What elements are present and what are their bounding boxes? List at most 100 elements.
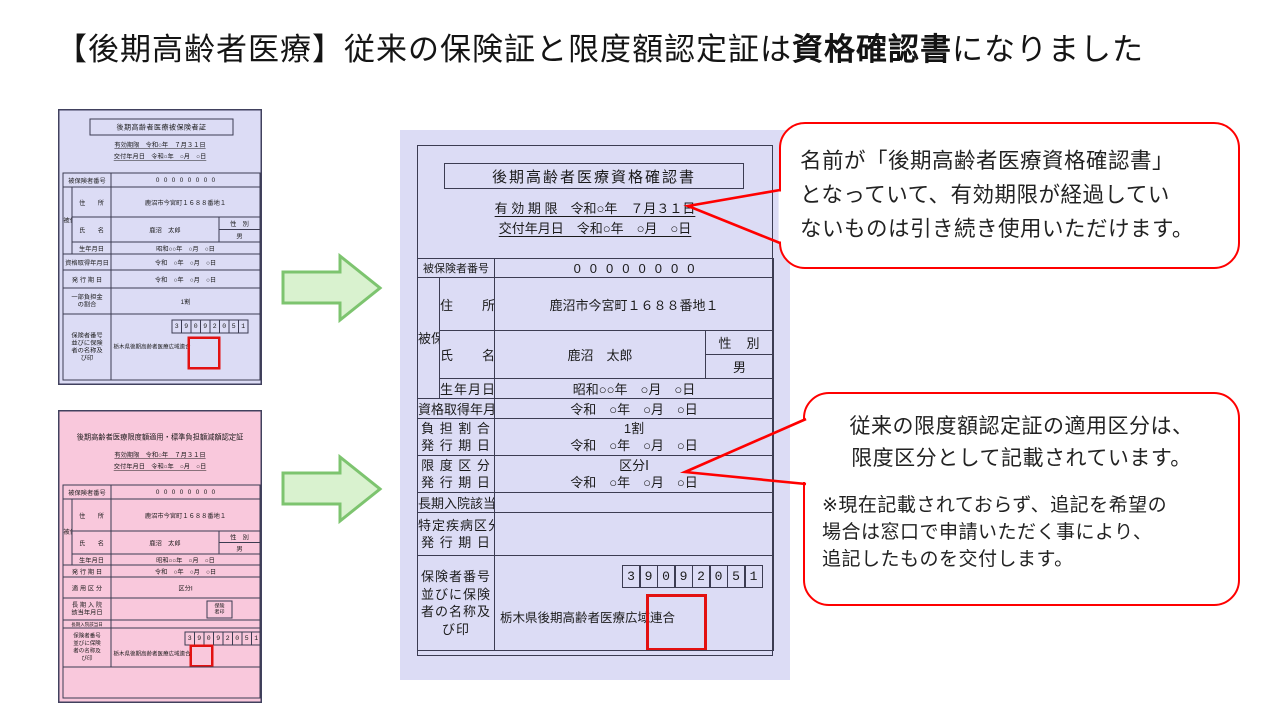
issue-label: 発 行 期 日 (62, 564, 112, 578)
acquired-label: 資格取得年月日 (62, 253, 112, 271)
insurer-label: 保険者番号 並びに保険 者の名称及 び印 (417, 555, 495, 651)
issue-value: 令和 ○年 ○月 ○日 (110, 564, 261, 578)
callout-validity-line: となっていて、有効期限が経過してい (800, 183, 1170, 207)
insurer-org-name: 栃木県後期高齢者医療広域連合 (113, 651, 191, 657)
longterm-label: 長 期 入 院 該当年月日 (62, 597, 112, 621)
insurer-number-digit: 9 (674, 565, 693, 588)
gender-value: 男 (218, 542, 261, 555)
insurer-number-digit: 0 (656, 565, 676, 588)
old-limit-card-table: 被保険者番号 00000000 被保険者番号 住 所 鹿沼市今宮町１６８８番地１… (62, 484, 261, 699)
insurer-number-digit: 3 (621, 565, 641, 588)
birth-value: 昭和○○年 ○月 ○日 (494, 378, 774, 399)
old-insured-card-table: 被保険者番号 00000000 被保険者番号 住 所 鹿沼市今宮町１６８８番地１… (62, 172, 261, 381)
longterm-value: 保険 者印 (110, 597, 261, 621)
insurer-number-digit: 2 (691, 565, 711, 588)
issue-date-line: 交付年月日 令和○年 ○月 ○日 (498, 221, 692, 236)
insured-number-label: 被保険者番号 (62, 484, 112, 500)
issue-date-line: 交付年月日 令和○年 ○月 ○日 (113, 463, 207, 470)
page-title: 【後期高齢者医療】従来の保険証と限度額認定証は資格確認書になりました (56, 24, 1144, 69)
old-limit-card-title: 後期高齢者医療限度額適用・標準負担額減額認定証 (76, 433, 244, 442)
longterm-day-label: 長期入院該当日 (417, 492, 495, 513)
address-label: 住 所 (71, 498, 112, 532)
disease-class-label: 特定疾病区分 発 行 期 日 (417, 512, 495, 556)
old-limit-card: 後期高齢者医療限度額適用・標準負担額減額認定証 有効期限 令和○年 ７月３１日 … (58, 410, 262, 703)
burden-value: 1割 令和 ○年 ○月 ○日 (494, 418, 774, 456)
gender-value: 男 (218, 229, 261, 243)
seal-highlight-box (189, 644, 214, 666)
longterm-day-label: 長期入院該当日 (62, 619, 112, 629)
name-label: 氏 名 (71, 216, 112, 243)
page-title-keyword: 資格確認書 (792, 32, 952, 67)
birth-value: 昭和○○年 ○月 ○日 (110, 553, 261, 566)
limit-class-value: 区分Ⅰ 令和 ○年 ○月 ○日 (494, 455, 774, 493)
issue-label: 発 行 期 日 (62, 269, 112, 289)
insured-number-vertical-label: 被保険者番号 (62, 186, 73, 255)
birth-label: 生年月日 (71, 241, 112, 255)
page-title-prefix: 【後期高齢者医療】従来の保険証と限度額認定証は (56, 32, 792, 67)
old-insured-card-title: 後期高齢者医療被保険者証 (89, 118, 234, 136)
callout-validity-line: ないものは引き続き使用いただけます。 (800, 217, 1194, 241)
insurer-org-name: 栃木県後期高齢者医療広域連合 (500, 611, 676, 625)
issue-date-line: 交付年月日 令和○年 ○月 ○日 (113, 153, 207, 160)
address-label: 住 所 (71, 186, 112, 218)
birth-label: 生年月日 (71, 553, 112, 566)
blank-row (62, 666, 261, 699)
old-insured-card-dates: 有効期限 令和○年 ７月３１日 交付年月日 令和○年 ○月 ○日 (60, 140, 261, 163)
validity-line: 有 効 期 限 令和○年 ７月３１日 (494, 201, 696, 216)
gender-label: 性 別 (705, 330, 774, 355)
gender-value: 男 (705, 354, 774, 379)
validity-line: 有効期限 令和○年 ７月３１日 (114, 141, 206, 149)
callout-limit-note: ※現在記載されておらず、追記を希望の 場合は窓口で申請いただく事により、 追記し… (822, 495, 1168, 570)
burden-label: 一部負担金 の割合 (62, 287, 112, 315)
name-value: 鹿沼 太郎 (110, 530, 220, 555)
name-value: 鹿沼 太郎 (494, 330, 706, 379)
insured-number-vertical-label: 被保険者番号 (417, 277, 440, 399)
insurer-number-digit: 1 (744, 565, 763, 588)
insured-number-label: 被保険者番号 (62, 172, 112, 188)
name-value: 鹿沼 太郎 (110, 216, 220, 243)
new-certificate-table: 被保険者番号 00000000 被保険者番号 住 所 鹿沼市今宮町１６８８番地１… (417, 258, 774, 651)
insurer-number-digit: 1 (251, 631, 260, 646)
address-value: 鹿沼市今宮町１６８８番地１ (110, 186, 261, 218)
burden-value: 1割 (110, 287, 261, 315)
page-title-suffix: になりました (952, 32, 1144, 67)
birth-label: 生年月日 (439, 378, 495, 399)
old-insured-card: 後期高齢者医療被保険者証 有効期限 令和○年 ７月３１日 交付年月日 令和○年 … (58, 109, 262, 385)
issue-value: 令和 ○年 ○月 ○日 (110, 269, 261, 289)
class-value: 区分Ⅰ (110, 576, 261, 599)
acquired-value: 令和 ○年 ○月 ○日 (494, 398, 774, 419)
acquired-label: 資格取得年月日 (417, 398, 495, 419)
callout-limit: 従来の限度額認定証の適用区分は、 限度区分として記載されています。 ※現在記載さ… (803, 392, 1240, 606)
gender-label: 性 別 (218, 530, 261, 543)
insured-number-value: 00000000 (110, 484, 261, 500)
callout-limit-paragraph: 従来の限度額認定証の適用区分は、 限度区分として記載されています。 (849, 415, 1194, 470)
insured-number-value: 00000000 (494, 258, 774, 278)
seal-highlight-box (646, 594, 707, 650)
insured-number-label: 被保険者番号 (417, 258, 495, 278)
address-value: 鹿沼市今宮町１６８８番地１ (110, 498, 261, 532)
new-certificate-title: 後期高齢者医療資格確認書 (444, 163, 744, 189)
insurer-label: 保険者番号 並びに保険 者の名称及 び印 (62, 627, 112, 668)
old-limit-card-dates: 有効期限 令和○年 ７月３１日 交付年月日 令和○年 ○月 ○日 (60, 450, 261, 473)
insurer-seal-label: 保険 者印 (206, 600, 233, 619)
address-label: 住 所 (439, 277, 495, 331)
insurer-label: 保険者番号 並びに保険 者の名称及 び印 (62, 313, 112, 381)
acquired-value: 令和 ○年 ○月 ○日 (110, 253, 261, 271)
callout-validity: 名前が「後期高齢者医療資格確認書」 となっていて、有効期限が経過してい ないもの… (779, 122, 1240, 269)
callout-validity-line: 名前が「後期高齢者医療資格確認書」 (800, 149, 1175, 173)
name-label: 氏 名 (439, 330, 495, 379)
validity-line: 有効期限 令和○年 ７月３１日 (114, 451, 206, 459)
insurer-number-digit: 9 (639, 565, 658, 588)
insurer-number-digit: 0 (709, 565, 728, 588)
birth-value: 昭和○○年 ○月 ○日 (110, 241, 261, 255)
insured-number-value: 00000000 (110, 172, 261, 188)
new-certificate-dates: 有 効 期 限 令和○年 ７月３１日 交付年月日 令和○年 ○月 ○日 (400, 199, 790, 239)
burden-label: 負 担 割 合 発 行 期 日 (417, 418, 495, 456)
address-value: 鹿沼市今宮町１６８８番地１ (494, 277, 774, 331)
gender-label: 性 別 (218, 216, 261, 230)
arrow-right-icon (281, 252, 383, 324)
class-label: 適 用 区 分 (62, 576, 112, 599)
